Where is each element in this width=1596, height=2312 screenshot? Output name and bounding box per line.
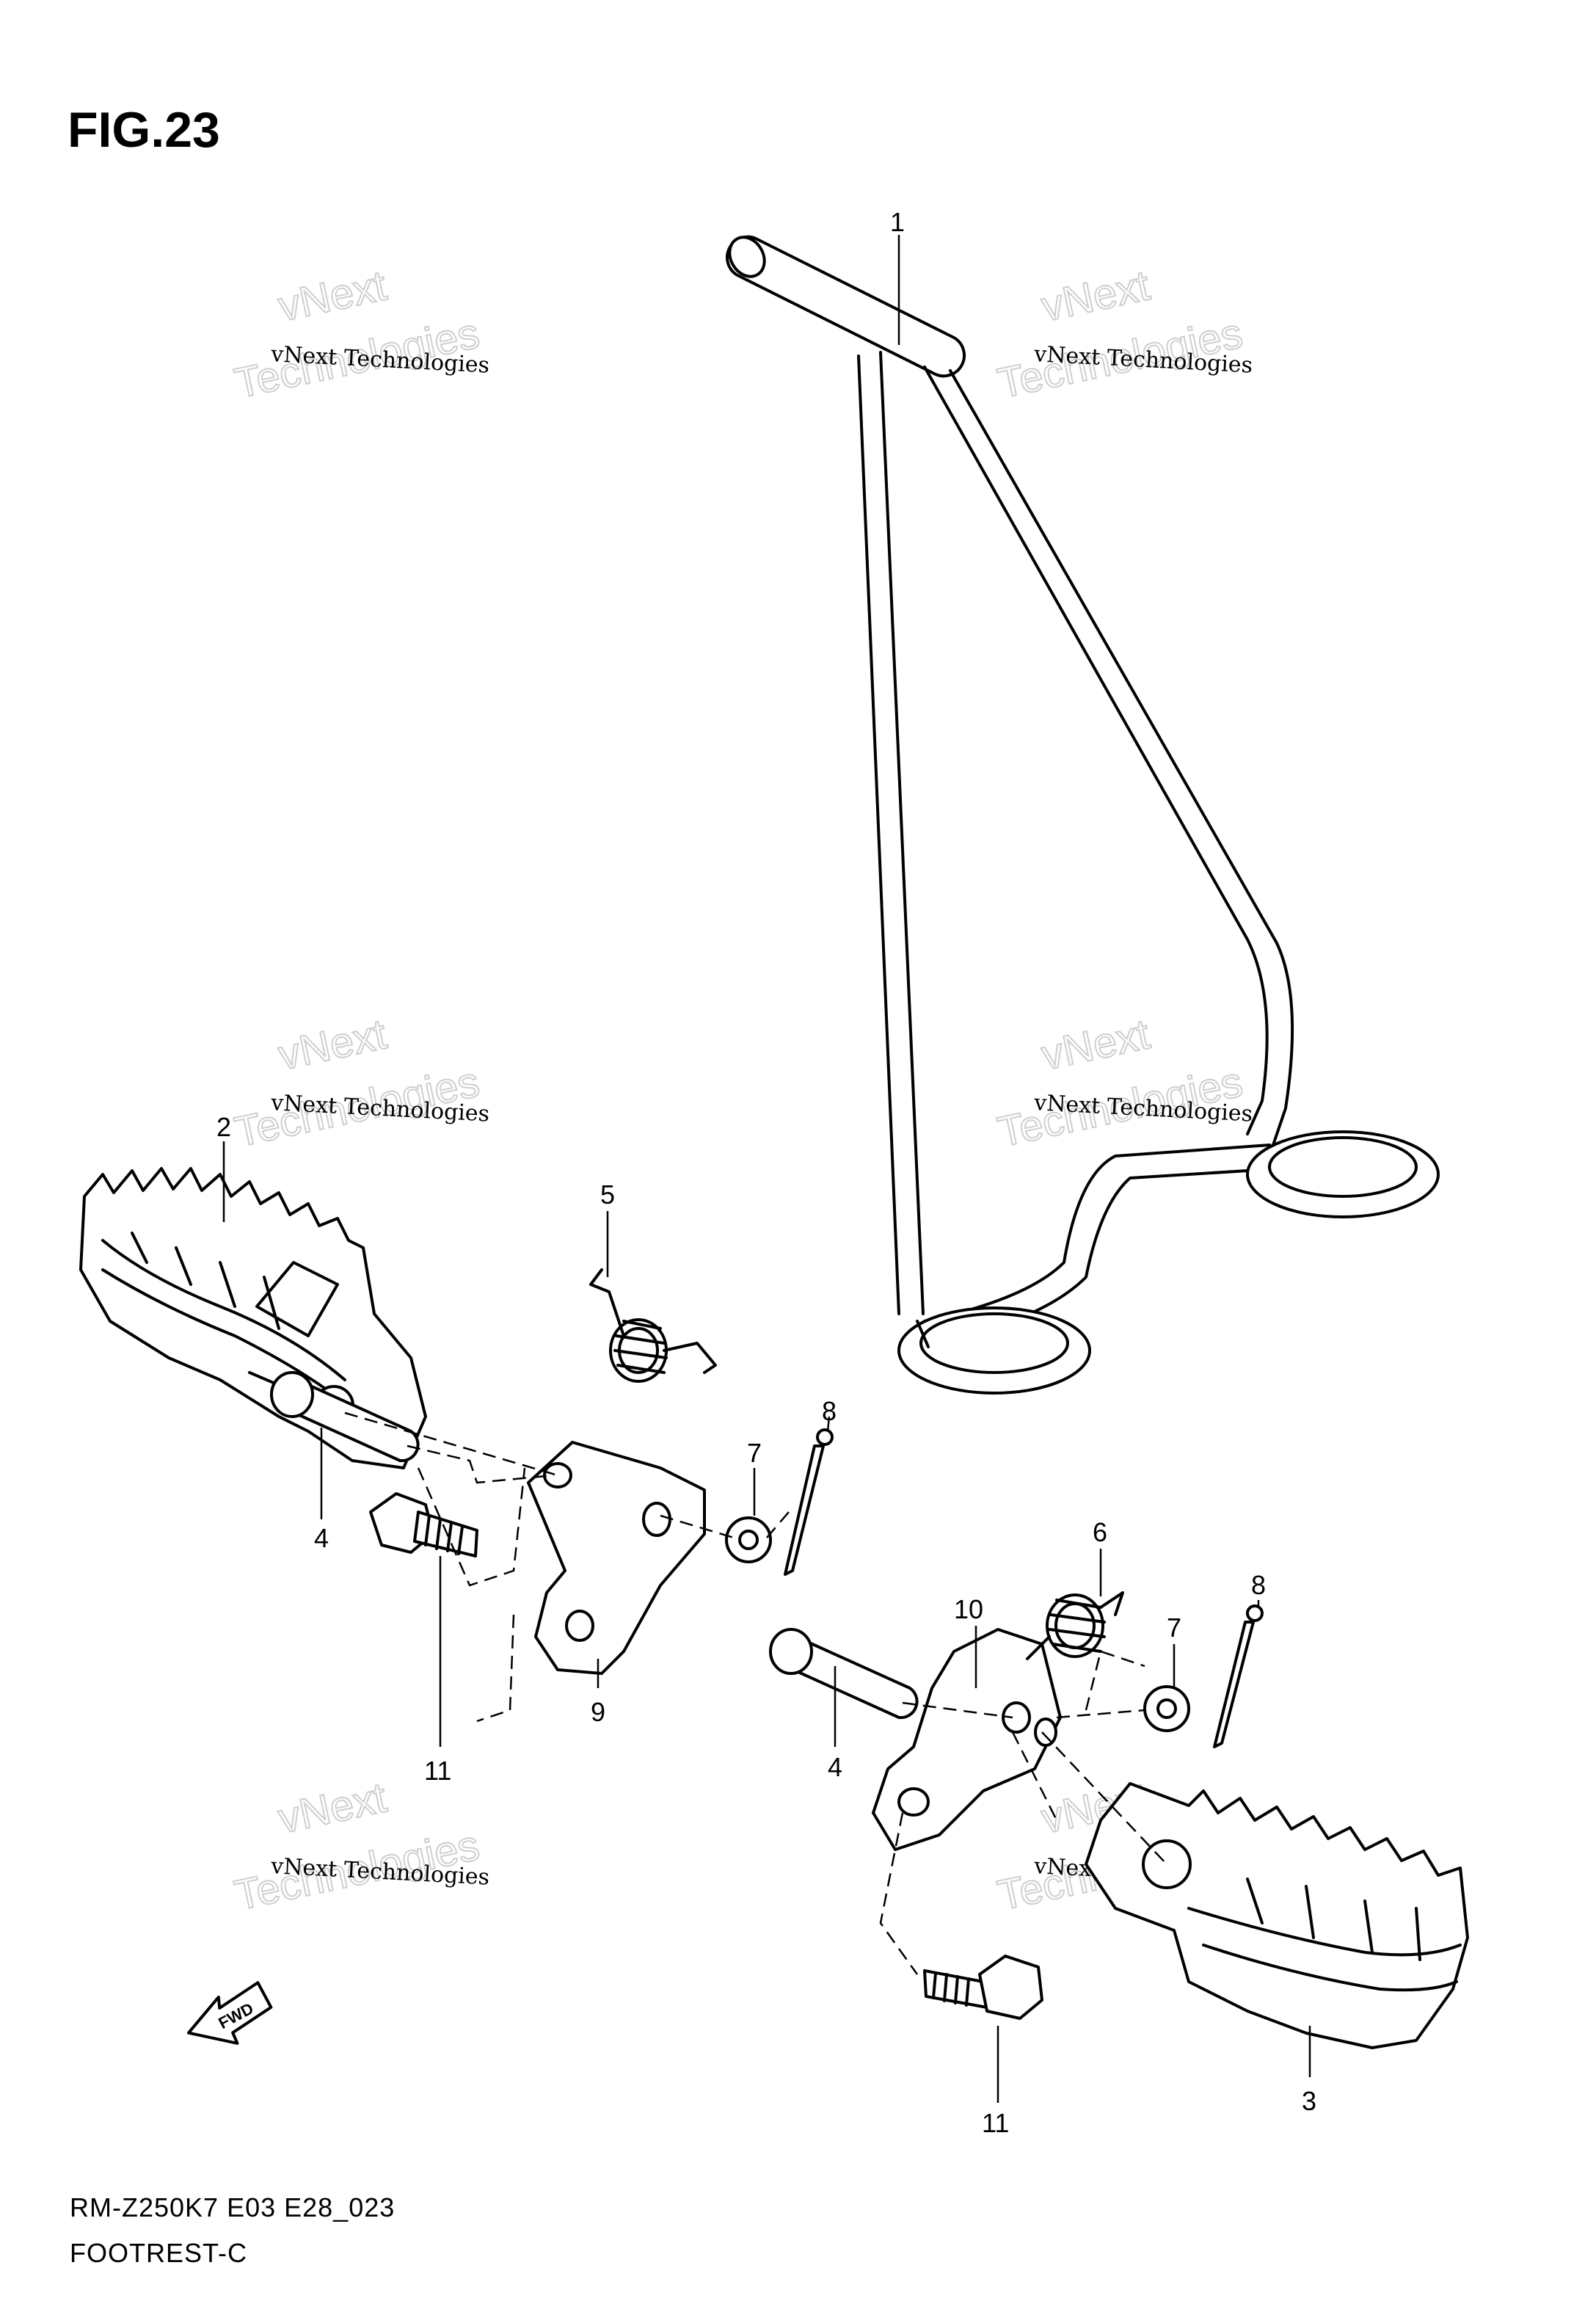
callout-5: 5 [600, 1179, 615, 1210]
section-name: FOOTREST-C [70, 2238, 247, 2268]
callout-6: 6 [1093, 1517, 1107, 1547]
callout-3: 3 [1302, 2086, 1316, 2116]
watermark: vNext Technologies vNext Technologies [230, 261, 490, 408]
watermark: vNext Technologies vNext Technologies [993, 261, 1253, 408]
watermark-big-top: vNext [274, 1010, 391, 1079]
part-9-bracket-left [527, 1441, 706, 1675]
watermark-big-top: vNext [274, 261, 391, 330]
callout-9: 9 [591, 1697, 605, 1727]
part-2-footrest-left [79, 1167, 427, 1469]
watermark-big-top: vNext [1038, 261, 1154, 330]
callouts: 1 2 3 4 4 5 6 7 7 8 8 9 10 11 11 [216, 207, 1316, 2138]
leader-lines [222, 235, 1311, 2103]
assembly-lines [344, 1411, 1167, 1975]
part-8-cotter-pin-left [784, 1428, 834, 1576]
callout-11: 11 [982, 2108, 1009, 2138]
callout-8: 8 [1251, 1570, 1266, 1600]
callout-7: 7 [747, 1438, 762, 1468]
callout-4: 4 [828, 1752, 842, 1782]
callout-10: 10 [954, 1594, 983, 1624]
watermark: vNext Technologies vNext Technologies [230, 1773, 490, 1920]
part-4-pin-right [769, 1628, 919, 1720]
part-1-stand [725, 235, 1440, 1395]
part-7-washer-right [1143, 1685, 1190, 1732]
watermark-big-top: vNext [274, 1773, 391, 1842]
callout-8: 8 [822, 1396, 837, 1426]
figure-title: FIG.23 [68, 102, 220, 158]
callout-4: 4 [314, 1523, 329, 1553]
model-code: RM-Z250K7 E03 E28_023 [70, 2192, 395, 2222]
fwd-direction-arrow: FWD [186, 1981, 273, 2045]
part-11-bolt-right [923, 1955, 1043, 2020]
part-7-washer-left [725, 1516, 772, 1563]
callout-11: 11 [424, 1756, 451, 1786]
part-6-spring-right [1026, 1591, 1124, 1660]
callout-7: 7 [1167, 1613, 1181, 1643]
part-10-bracket-right [872, 1628, 1062, 1851]
part-5-spring-left [589, 1268, 717, 1383]
part-11-bolt-left [369, 1492, 478, 1557]
watermark-group: vNext Technologies vNext Technologies vN… [230, 261, 1253, 1920]
part-3-footrest-right [1085, 1782, 1469, 2049]
callout-1: 1 [890, 207, 905, 237]
part-8-cotter-pin-right [1213, 1604, 1264, 1748]
watermark: vNext Technologies vNext Technologies [230, 1009, 490, 1157]
watermark-big-top: vNext [1038, 1010, 1154, 1079]
watermark: vNext Technologies vNext Technologies [993, 1009, 1253, 1157]
callout-2: 2 [216, 1112, 231, 1142]
part-4-pin-left [270, 1371, 420, 1463]
